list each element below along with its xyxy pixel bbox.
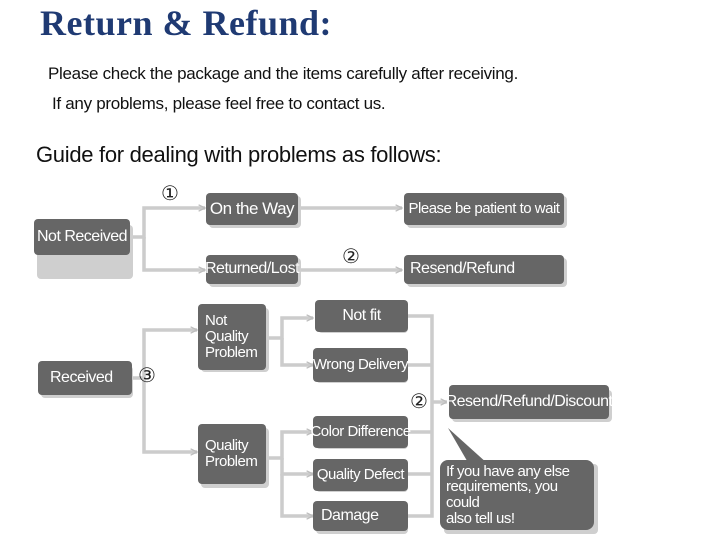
page-title: Return & Refund: bbox=[40, 3, 332, 43]
arrow-to-wrong-delivery bbox=[280, 338, 313, 365]
guide-heading: Guide for dealing with problems as follo… bbox=[36, 142, 442, 167]
on-the-way-box: On the Way bbox=[206, 193, 298, 225]
please-be-patient-box: Please be patient to wait bbox=[404, 193, 564, 225]
intro-line-2: If any problems, please feel free to con… bbox=[52, 94, 386, 113]
damage-box: Damage bbox=[313, 501, 408, 531]
step-three-marker: ③ bbox=[138, 365, 156, 387]
returned-lost-box: Returned/Lost bbox=[205, 255, 300, 284]
arrow-to-damage bbox=[280, 474, 313, 516]
merge-bracket bbox=[408, 314, 434, 518]
arrow-to-not-fit bbox=[266, 318, 313, 340]
received-box: Received bbox=[38, 361, 132, 395]
quality-defect-box: Quality Defect bbox=[313, 459, 408, 491]
resend-refund-discount-box: Resend/Refund/Discount bbox=[446, 385, 613, 419]
not-quality-problem-box: Not Quality Problem bbox=[198, 304, 266, 370]
step-two-marker-received: ② bbox=[410, 391, 428, 413]
note-bubble: If you have any else requirements, you c… bbox=[440, 460, 594, 530]
wrong-delivery-box: Wrong Delivery bbox=[313, 348, 409, 382]
resend-refund-box: Resend/Refund bbox=[404, 255, 564, 284]
arrow-to-returned-lost bbox=[142, 237, 205, 270]
step-one-marker: ① bbox=[161, 183, 179, 205]
arrow-to-on-the-way bbox=[130, 208, 205, 239]
arrow-to-quality-defect bbox=[280, 458, 313, 474]
not-fit-box: Not fit bbox=[315, 300, 408, 332]
color-difference-box: Color Difference bbox=[310, 416, 411, 448]
arrow-to-quality bbox=[142, 378, 197, 452]
not-received-box: Not Received bbox=[34, 219, 130, 255]
arrow-to-color-difference bbox=[266, 432, 313, 460]
step-two-marker: ② bbox=[342, 246, 360, 268]
note-bubble-tail bbox=[448, 428, 488, 466]
intro-line-1: Please check the package and the items c… bbox=[48, 64, 518, 83]
arrow-to-not-quality bbox=[132, 330, 197, 380]
quality-problem-box: Quality Problem bbox=[198, 424, 266, 484]
